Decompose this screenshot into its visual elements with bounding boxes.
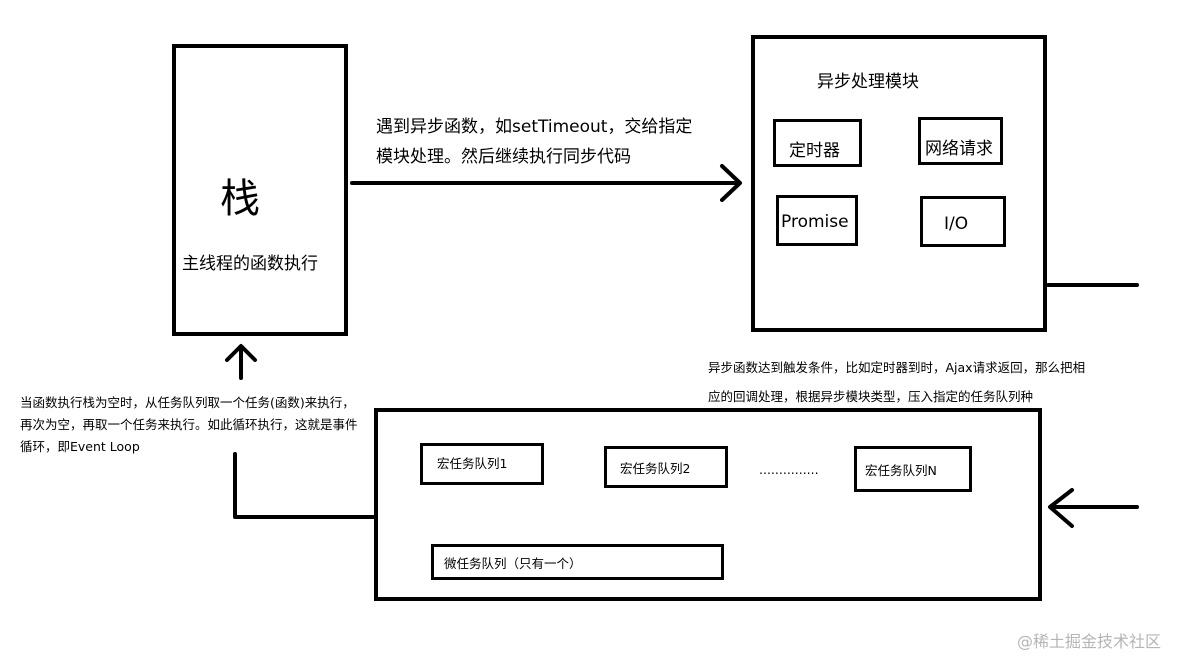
micro-queue: 微任务队列（只有一个） bbox=[431, 544, 724, 580]
timer-module-label: 定时器 bbox=[789, 141, 840, 161]
promise-module: Promise bbox=[776, 195, 858, 246]
macro-queue-1: 宏任务队列1 bbox=[420, 443, 544, 485]
trigger-note-line-1: 异步函数达到触发条件，比如定时器到时，Ajax请求返回，那么把相 bbox=[708, 360, 1086, 375]
call-stack-box: 栈 主线程的函数执行 bbox=[172, 44, 348, 336]
event-loop-note-line-1: 当函数执行栈为空时，从任务队列取一个任务(函数)来执行， bbox=[20, 395, 355, 410]
network-request-module-label: 网络请求 bbox=[925, 139, 993, 159]
event-loop-note: 当函数执行栈为空时，从任务队列取一个任务(函数)来执行， 再次为空，再取一个任务… bbox=[20, 392, 358, 458]
micro-queue-label: 微任务队列（只有一个） bbox=[444, 556, 582, 571]
io-module-label: I/O bbox=[944, 214, 969, 234]
queue-to-stack-arrow bbox=[225, 344, 378, 519]
macro-queue-1-label: 宏任务队列1 bbox=[437, 456, 508, 471]
stack-to-async-arrow bbox=[350, 164, 742, 202]
async-dispatch-line-1: 遇到异步函数，如setTimeout，交给指定 bbox=[376, 117, 693, 137]
trigger-note-line-2: 应的回调处理，根据异步模块类型，压入指定的任务队列种 bbox=[708, 389, 1034, 404]
event-loop-note-line-2: 再次为空，再取一个任务来执行。如此循环执行，这就是事件 bbox=[20, 417, 358, 432]
trigger-note: 异步函数达到触发条件，比如定时器到时，Ajax请求返回，那么把相 应的回调处理，… bbox=[708, 353, 1085, 411]
queue-ellipsis: ............... bbox=[759, 462, 819, 477]
async-module-title: 异步处理模块 bbox=[817, 72, 919, 92]
event-loop-note-line-3: 循环，即Event Loop bbox=[20, 439, 140, 454]
async-dispatch-label: 遇到异步函数，如setTimeout，交给指定 模块处理。然后继续执行同步代码 bbox=[376, 112, 692, 172]
async-module-box: 异步处理模块 bbox=[751, 35, 1047, 332]
async-dispatch-line-2: 模块处理。然后继续执行同步代码 bbox=[376, 147, 631, 167]
timer-module: 定时器 bbox=[773, 119, 862, 167]
macro-queue-2: 宏任务队列2 bbox=[604, 446, 728, 488]
stack-subtitle: 主线程的函数执行 bbox=[182, 254, 318, 274]
watermark: @稀土掘金技术社区 bbox=[1017, 632, 1162, 651]
macro-queue-2-label: 宏任务队列2 bbox=[620, 461, 691, 476]
io-module: I/O bbox=[920, 196, 1006, 247]
promise-module-label: Promise bbox=[781, 212, 849, 232]
network-request-module: 网络请求 bbox=[918, 117, 1003, 165]
macro-queue-n: 宏任务队列N bbox=[854, 446, 972, 492]
into-queue-arrow bbox=[1048, 488, 1139, 528]
macro-queue-n-label: 宏任务队列N bbox=[865, 463, 937, 478]
stack-title: 栈 bbox=[220, 176, 260, 222]
